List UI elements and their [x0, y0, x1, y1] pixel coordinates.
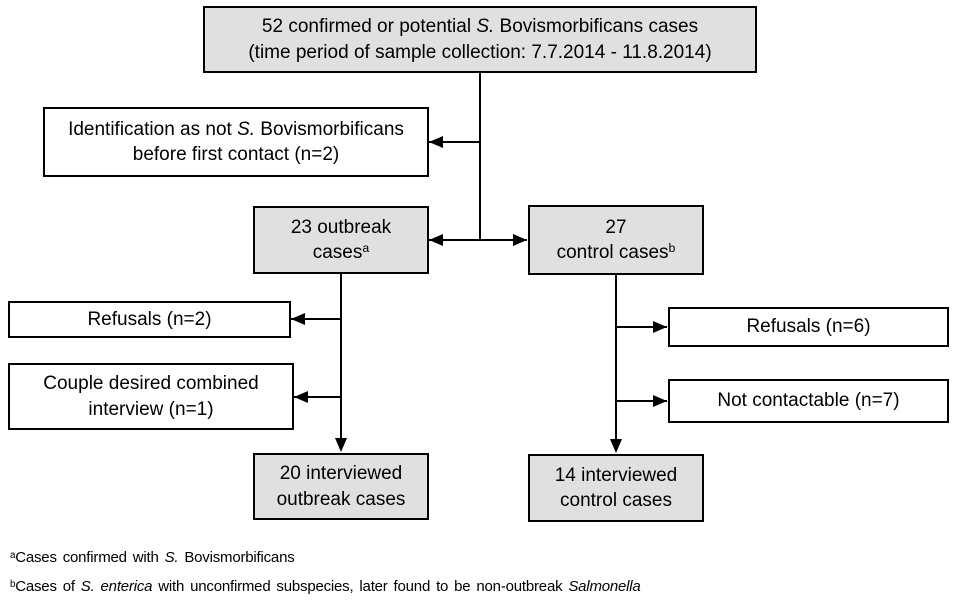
box-control-line1: 27	[605, 216, 627, 238]
text-segment: 52 confirmed or potential	[261, 16, 477, 38]
box-interviewed-control: 14 interviewed control cases	[528, 454, 704, 522]
arrowhead-not-contactable	[653, 395, 667, 407]
text-segment: Bovismorbificans cases	[494, 16, 699, 38]
box-excluded: Identification as not S. Bovismorbifican…	[43, 107, 429, 177]
text-segment: control cases	[556, 242, 669, 263]
box-interviewed-control-line1: 14 interviewed	[554, 464, 678, 486]
box-total-cases-line2: (time period of sample collection: 7.7.2…	[248, 41, 712, 63]
box-not-contactable-line1: Not contactable (n=7)	[717, 390, 900, 412]
text-segment-italic: S. enterica	[80, 578, 153, 595]
box-refusals-outbreak-line1: Refusals (n=2)	[87, 308, 212, 330]
text-segment: Cases of	[15, 578, 81, 595]
box-outbreak-line2: casesa	[313, 240, 370, 265]
box-refusals-outbreak: Refusals (n=2)	[8, 301, 291, 338]
box-interviewed-outbreak-line2: outbreak cases	[276, 488, 406, 510]
box-outbreak-cases: 23 outbreak casesa	[253, 206, 429, 274]
footnote-a: aCases confirmed with S. Bovismorbifican…	[10, 544, 641, 573]
box-outbreak-line1: 23 outbreak	[290, 216, 392, 238]
text-segment-italic: S.	[164, 549, 179, 566]
footnote-b: bCases of S. enterica with unconfirmed s…	[10, 573, 641, 600]
box-couple-line2: interview (n=1)	[88, 398, 214, 420]
box-couple-line1: Couple desired combined	[43, 373, 259, 395]
box-interviewed-outbreak: 20 interviewed outbreak cases	[253, 453, 429, 520]
box-refusals-control-line1: Refusals (n=6)	[746, 316, 871, 338]
box-control-line2: control casesb	[557, 240, 676, 265]
arrowhead-interviewed-control	[610, 439, 622, 453]
text-segment: Cases confirmed with	[15, 549, 165, 566]
arrowhead-refusals-control	[653, 321, 667, 333]
text-segment: Identification as not	[68, 118, 238, 140]
box-excluded-line2: before first contact (n=2)	[132, 144, 340, 165]
arrowhead-control	[513, 234, 527, 246]
footnote-marker-b: b	[668, 241, 676, 256]
box-not-contactable: Not contactable (n=7)	[668, 379, 949, 423]
text-segment-italic: Salmonella	[568, 578, 641, 595]
text-segment: cases	[312, 242, 363, 263]
box-interviewed-control-line2: control cases	[560, 490, 672, 511]
box-couple-interview: Couple desired combined interview (n=1)	[8, 363, 294, 430]
text-segment-italic: S.	[237, 118, 256, 140]
text-segment: Bovismorbificans	[255, 118, 404, 140]
box-interviewed-outbreak-line1: 20 interviewed	[279, 463, 403, 485]
box-total-cases-line1: 52 confirmed or potential S. Bovismorbif…	[262, 14, 698, 39]
arrowhead-excluded	[429, 136, 443, 148]
footnote-b-marker: b	[10, 578, 16, 590]
footnotes: aCases confirmed with S. Bovismorbifican…	[10, 544, 641, 600]
arrowhead-outbreak	[429, 234, 443, 246]
text-segment: with unconfirmed subspecies, later found…	[152, 578, 569, 595]
box-excluded-line1: Identification as not S. Bovismorbifican…	[68, 117, 404, 142]
footnote-marker-a: a	[362, 241, 370, 256]
arrowhead-couple	[294, 391, 308, 403]
arrowhead-refusals-outbreak	[291, 313, 305, 325]
text-segment-italic: S.	[476, 16, 495, 38]
box-total-cases: 52 confirmed or potential S. Bovismorbif…	[203, 6, 757, 73]
box-refusals-control: Refusals (n=6)	[668, 307, 949, 347]
footnote-a-marker: a	[10, 549, 16, 561]
box-control-cases: 27 control casesb	[528, 205, 704, 275]
arrowhead-interviewed-outbreak	[335, 438, 347, 452]
text-segment: Bovismorbificans	[178, 549, 295, 566]
